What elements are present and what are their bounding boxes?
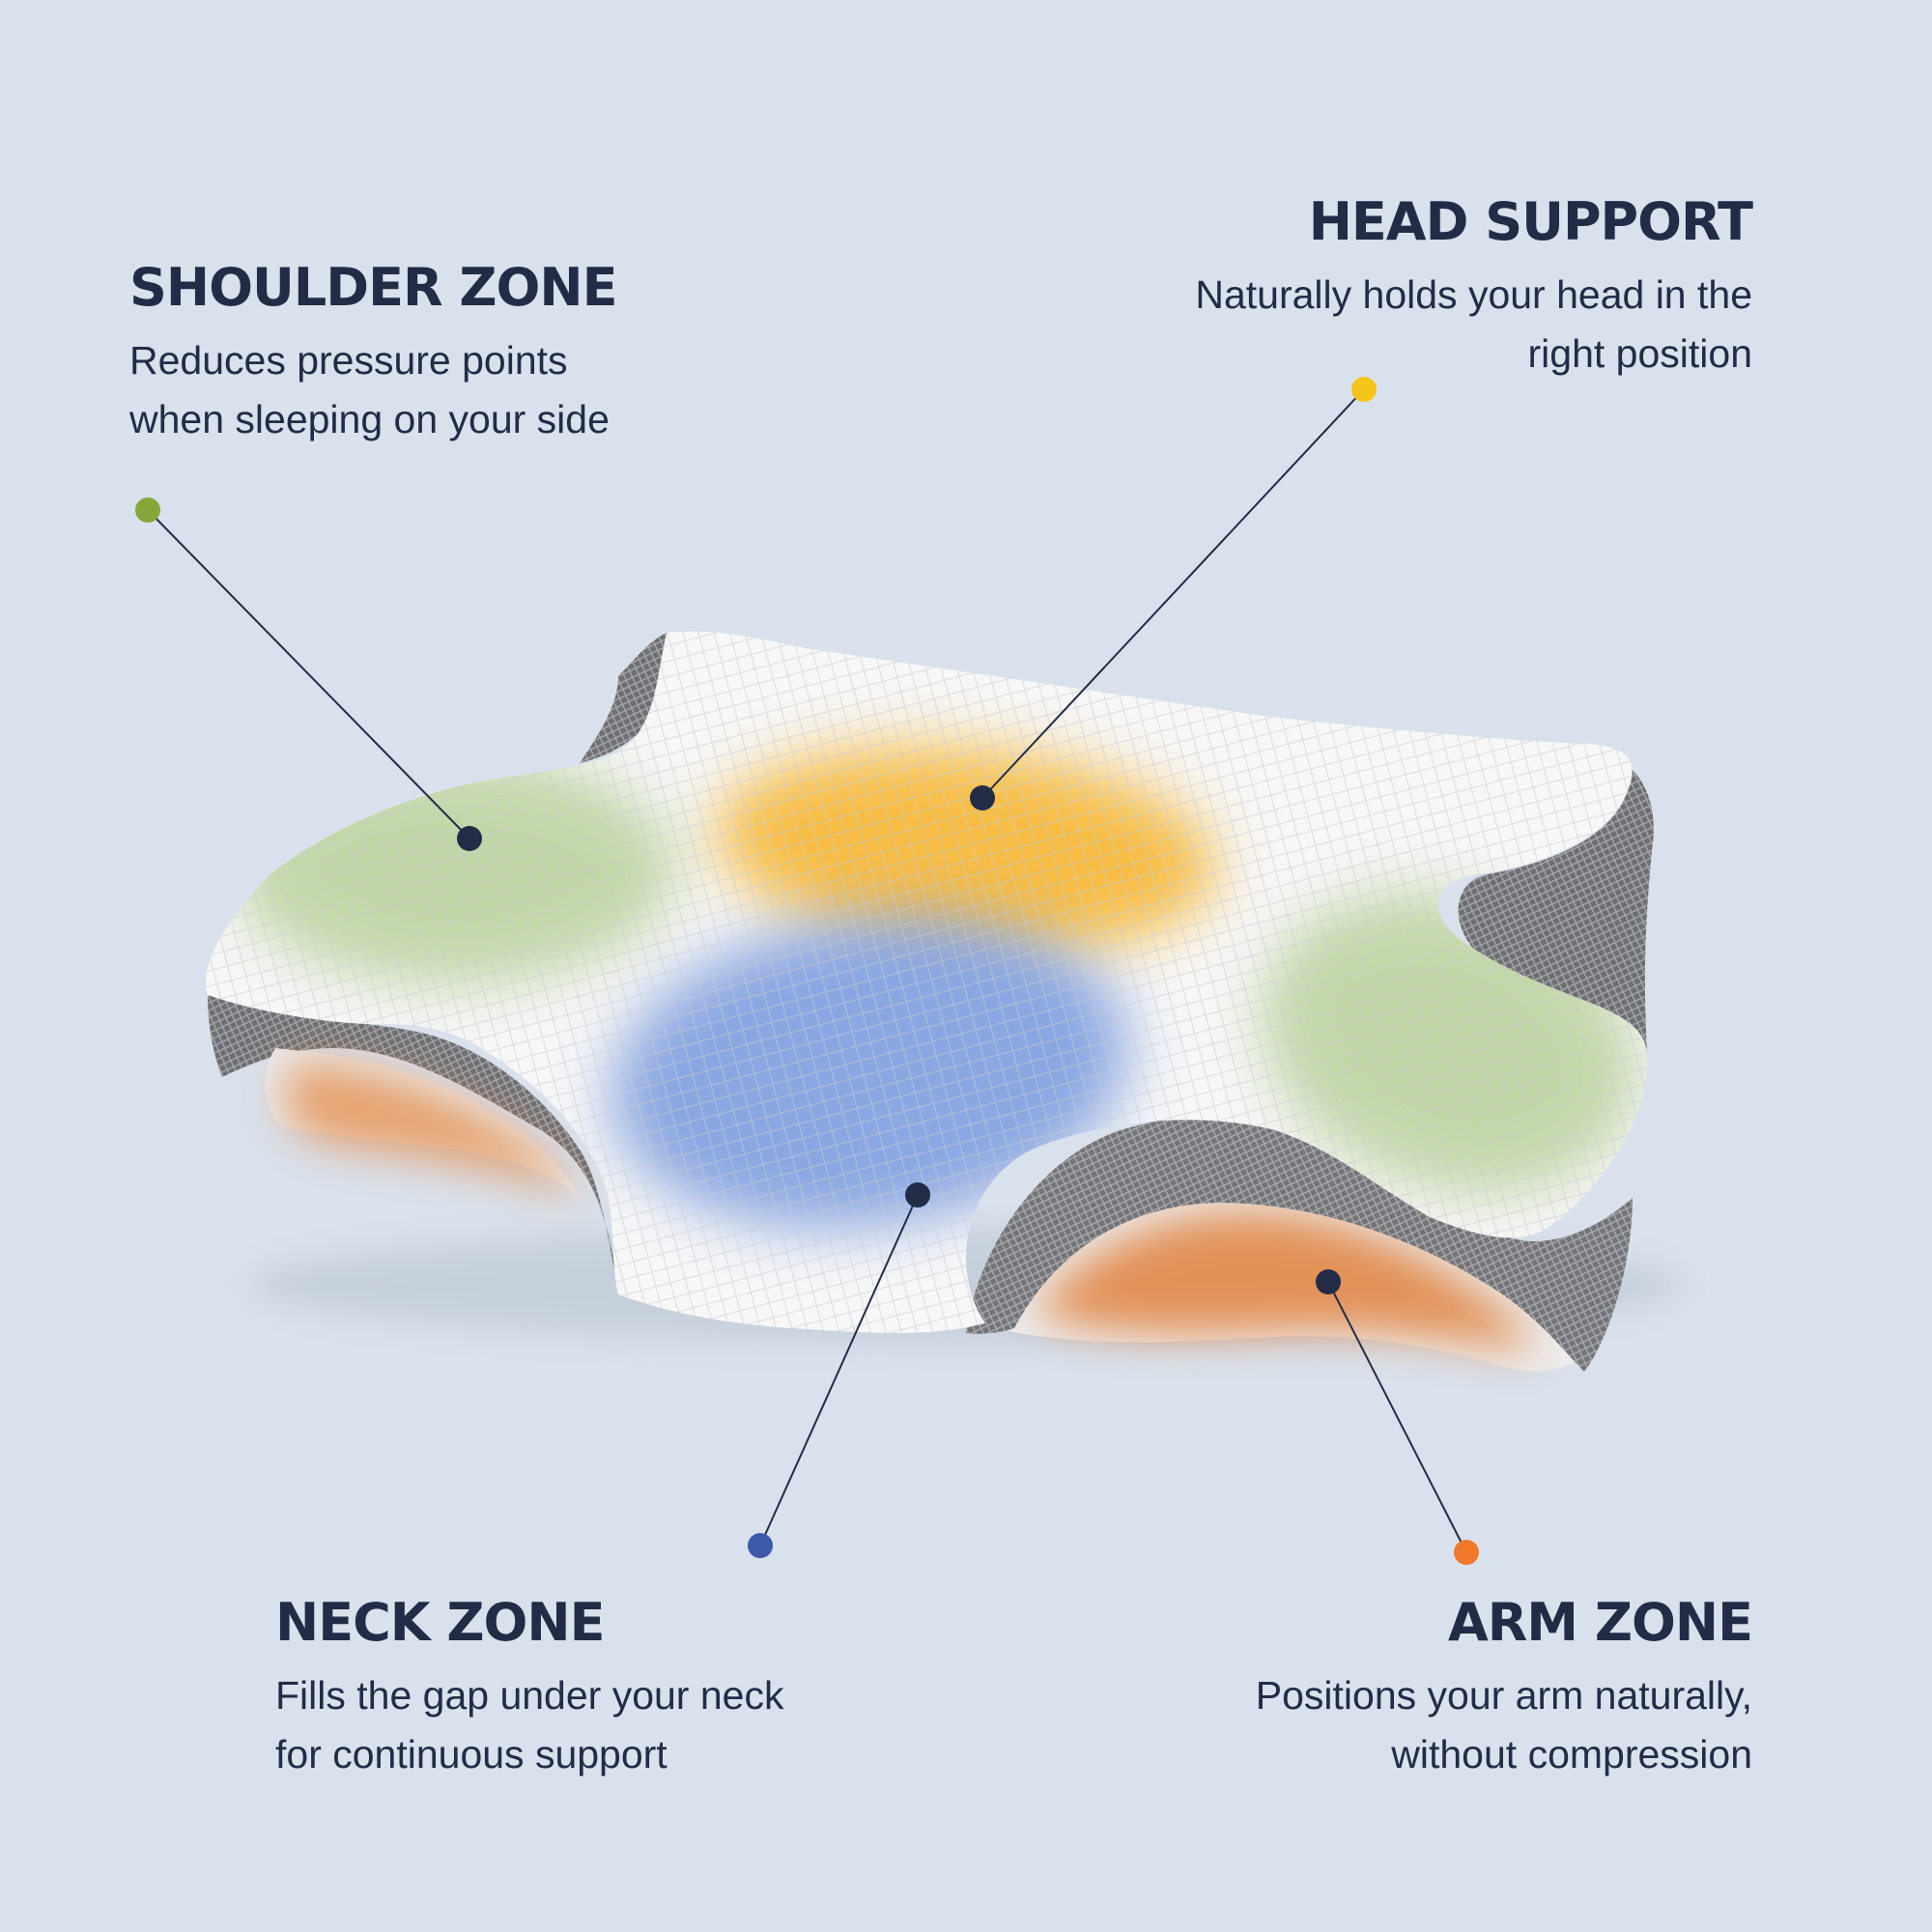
pillow-mesh-side-left-bottom: [208, 995, 618, 1294]
pillow-arm-zone-right-tint: [1034, 1211, 1536, 1352]
arm-zone-description-line2: without compression: [1391, 1732, 1752, 1777]
neck-zone-description-line1: Fills the gap under your neck: [275, 1673, 784, 1719]
head-dot: [1351, 377, 1377, 402]
neck-zone-description: Fills the gap under your neck for contin…: [275, 1666, 952, 1784]
arm-zone-description: Positions your arm naturally, without co…: [980, 1666, 1752, 1784]
head-marker: [970, 785, 995, 810]
shoulder-zone-callout: SHOULDER ZONE Reduces pressure points wh…: [129, 259, 806, 449]
shoulder-zone-title: SHOULDER ZONE: [129, 257, 617, 318]
arm-marker: [1316, 1269, 1341, 1294]
arm-zone-title: ARM ZONE: [1447, 1592, 1753, 1653]
pillow-arm-zone-left-tint: [285, 1063, 580, 1198]
arm-zone-description-line1: Positions your arm naturally,: [1255, 1673, 1752, 1719]
neck-zone-description-line2: for continuous support: [275, 1732, 668, 1777]
arm-zone-callout: ARM ZONE Positions your arm naturally, w…: [980, 1592, 1753, 1784]
arm-connector-line: [1327, 1281, 1467, 1553]
neck-dot: [748, 1533, 773, 1558]
head-connector-line: [981, 388, 1365, 799]
pillow-mesh-side-left-top: [580, 633, 667, 763]
shoulder-dot: [135, 497, 160, 523]
shoulder-marker: [457, 826, 482, 851]
pillow-mesh-side-right-bottom: [966, 1115, 1633, 1372]
shoulder-zone-description-line2: when sleeping on your side: [129, 397, 610, 442]
head-support-description: Naturally holds your head in the right p…: [980, 266, 1752, 384]
neck-connector-line: [759, 1194, 919, 1547]
head-support-title: HEAD SUPPORT: [1308, 191, 1753, 252]
shoulder-zone-description: Reduces pressure points when sleeping on…: [129, 331, 806, 449]
pillow-mesh-side-right: [1458, 744, 1654, 1053]
head-support-callout: HEAD SUPPORT Naturally holds your head i…: [980, 191, 1753, 384]
neck-zone-callout: NECK ZONE Fills the gap under your neck …: [275, 1594, 952, 1784]
neck-marker: [905, 1182, 930, 1208]
arm-dot: [1454, 1540, 1479, 1565]
head-support-description-line1: Naturally holds your head in the: [1195, 272, 1752, 318]
shoulder-zone-description-line1: Reduces pressure points: [129, 338, 568, 384]
shoulder-connector-line: [147, 509, 470, 839]
neck-zone-title: NECK ZONE: [275, 1592, 606, 1653]
head-support-description-line2: right position: [1527, 331, 1752, 377]
